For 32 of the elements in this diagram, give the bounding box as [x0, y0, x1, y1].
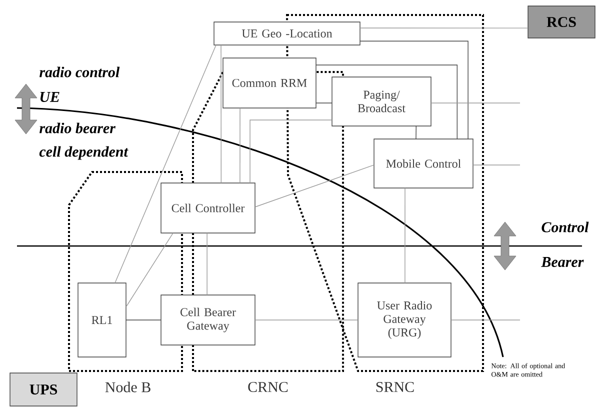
process-box: Paging/ Broadcast: [332, 76, 432, 126]
layer-label: UE: [40, 92, 60, 102]
connector-line: [316, 64, 458, 140]
layer-tag: UPS: [10, 372, 78, 406]
connector-line: [472, 164, 520, 166]
process-box: RL1: [78, 282, 126, 358]
process-box: Cell Controller: [160, 182, 256, 234]
connector-line: [254, 164, 374, 208]
process-box: UE Geo -Location: [214, 22, 360, 46]
region-label: SRNC: [376, 382, 414, 392]
layer-label: Bearer: [541, 257, 584, 267]
connector-line: [220, 44, 222, 184]
process-box: User Radio Gateway (URG): [358, 282, 452, 358]
connector-line: [404, 188, 406, 284]
connector-line: [416, 126, 417, 140]
layer-label: radio bearer: [40, 122, 116, 134]
layer-label: cell dependent: [39, 146, 128, 160]
process-box: Mobile Control: [374, 138, 474, 188]
connector-line: [114, 44, 216, 284]
connector-line: [430, 102, 520, 104]
layer-tag: RCS: [528, 6, 596, 38]
process-box: Common RRM: [222, 58, 316, 108]
layer-label: radio control: [40, 66, 120, 78]
region-label: CRNC: [248, 382, 288, 392]
connector-line: [206, 232, 208, 296]
process-box: Cell Bearer Gateway: [160, 294, 256, 346]
connector-line: [126, 232, 174, 308]
connector-line: [250, 120, 332, 184]
region-label: Node B: [105, 382, 150, 392]
connector-line: [316, 102, 332, 104]
connector-line: [360, 40, 468, 140]
layer-label: Control: [542, 222, 589, 232]
